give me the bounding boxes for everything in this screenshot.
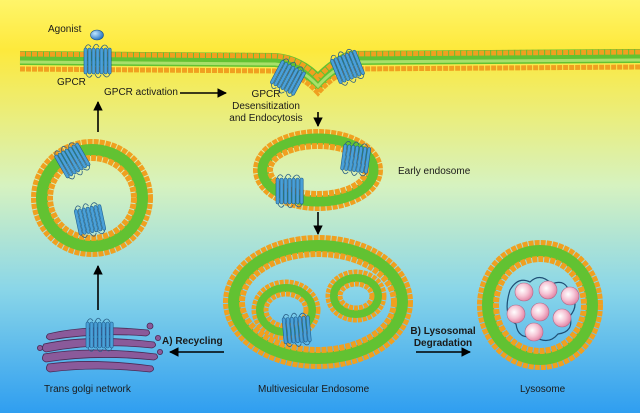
label-desensitization: GPCR Desensitization and Endocytosis bbox=[218, 89, 314, 125]
label-lysosome: Lysosome bbox=[520, 384, 566, 395]
label-desensitization-line2: Desensitization bbox=[232, 101, 300, 112]
multivesicular-endosome bbox=[223, 235, 413, 369]
lysosome-vesicles bbox=[506, 280, 580, 342]
label-trans-golgi: Trans golgi network bbox=[44, 384, 131, 395]
label-desensitization-line3: and Endocytosis bbox=[229, 113, 303, 124]
gpcr-receptor-surface bbox=[83, 43, 112, 79]
label-lysosomal-degradation: B) Lysosomal Degradation bbox=[408, 326, 478, 350]
label-recycling: A) Recycling bbox=[162, 336, 223, 347]
label-gpcr: GPCR bbox=[57, 77, 86, 88]
label-desensitization-line1: GPCR bbox=[251, 89, 281, 100]
label-lysosomal-line2: Degradation bbox=[413, 338, 473, 349]
label-lysosomal-line1: B) Lysosomal bbox=[410, 326, 476, 337]
gpcr-receptor-endosome-bottom bbox=[275, 173, 304, 209]
mve-inner-vesicle-right bbox=[325, 269, 387, 323]
agonist-icon bbox=[90, 29, 104, 41]
gpcr-receptor-golgi bbox=[85, 317, 114, 353]
label-gpcr-activation: GPCR activation bbox=[104, 87, 178, 98]
recycling-vesicle bbox=[31, 139, 153, 257]
label-agonist: Agonist bbox=[48, 24, 82, 35]
label-early-endosome: Early endosome bbox=[398, 166, 471, 177]
label-multivesicular: Multivesicular Endosome bbox=[258, 384, 370, 395]
